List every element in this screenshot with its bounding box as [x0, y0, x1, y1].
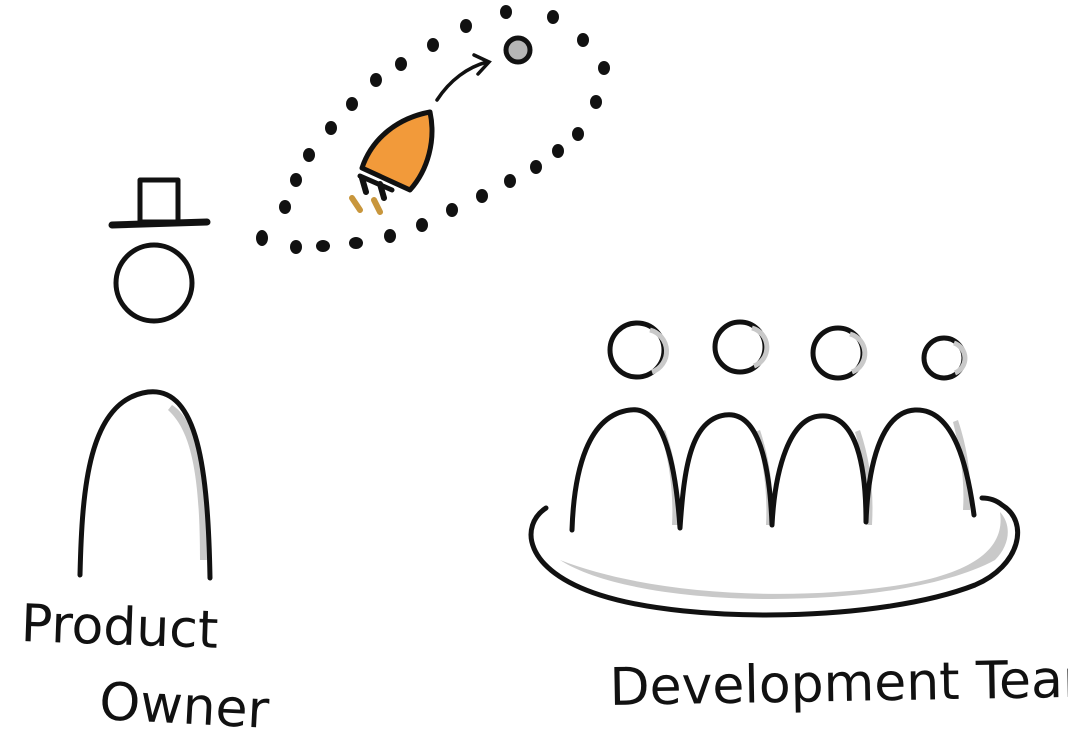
product-owner-label-line1: Product — [19, 594, 220, 661]
cloud-dot — [572, 127, 584, 141]
cloud-dot — [598, 61, 610, 75]
cloud-dot — [446, 203, 458, 217]
cloud-dot — [500, 5, 512, 19]
person-with-top-hat-icon — [77, 177, 213, 581]
team-group-icon — [528, 319, 1020, 618]
cloud-dot — [460, 19, 472, 33]
head — [113, 242, 195, 324]
cloud-dot — [290, 173, 302, 187]
cloud-dot — [552, 144, 564, 158]
cloud-dot — [370, 73, 382, 87]
cloud-dot — [325, 121, 337, 135]
cloud-dot — [290, 240, 302, 254]
body — [77, 389, 213, 581]
vision-cloud — [256, 5, 610, 254]
cloud-dot — [303, 148, 315, 162]
cloud-dot — [279, 200, 291, 214]
cloud-dot — [427, 38, 439, 52]
cloud-dot — [416, 218, 428, 232]
cloud-dot — [577, 33, 589, 47]
cloud-dot — [504, 174, 516, 188]
product-owner-label-line2: Owner — [97, 672, 271, 741]
cloud-dot — [590, 95, 602, 109]
cloud-dot — [547, 10, 559, 24]
top-hat — [137, 177, 181, 225]
rocket-icon — [349, 109, 435, 215]
cloud-dot — [316, 240, 330, 252]
cloud-dot — [530, 160, 542, 174]
target-dot-icon — [503, 35, 533, 65]
cloud-dot — [395, 57, 407, 71]
cloud-dot — [256, 230, 268, 246]
cloud-dot — [384, 229, 396, 243]
cloud-dot — [476, 189, 488, 203]
cloud-dot — [349, 237, 363, 249]
team-table — [528, 495, 1020, 618]
cloud-dot — [346, 97, 358, 111]
trajectory-arrow — [435, 53, 492, 102]
development-team-label: Development Team — [609, 649, 1068, 718]
team-bodies — [569, 407, 977, 533]
